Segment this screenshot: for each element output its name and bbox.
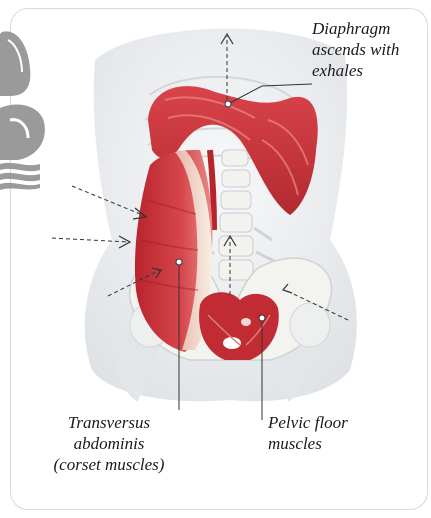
label-diaphragm-line-2: ascends with (312, 39, 430, 60)
leader-dot-pelvic (259, 315, 265, 321)
leader-dot-diaphragm (225, 101, 231, 107)
label-pelvic-line-1: Pelvic floor (268, 412, 378, 433)
label-pelvic-floor: Pelvic floor muscles (268, 412, 378, 454)
label-transversus-line-2: abdominis (34, 433, 184, 454)
label-pelvic-line-2: muscles (268, 433, 378, 454)
label-transversus-abdominis: Transversus abdominis (corset muscles) (34, 412, 184, 475)
label-diaphragm: Diaphragm ascends with exhales (312, 18, 430, 81)
label-diaphragm-line-3: exhales (312, 60, 430, 81)
leader-dot-transversus (176, 259, 182, 265)
lungs-wave-logo (0, 31, 45, 190)
label-diaphragm-line-1: Diaphragm (312, 18, 430, 39)
label-transversus-line-3: (corset muscles) (34, 454, 184, 475)
label-transversus-line-1: Transversus (34, 412, 184, 433)
